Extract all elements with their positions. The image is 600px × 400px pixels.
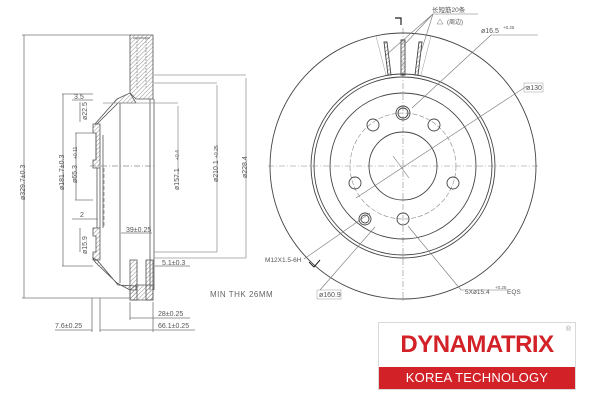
section-view	[22, 34, 247, 332]
bolt-holes-suffix: EQS	[507, 289, 521, 296]
dim-step-2: 2	[80, 212, 84, 219]
stud-hole-tol: +0.25	[503, 25, 515, 30]
dim-outer-diameter: ø329.7±0.3	[20, 165, 27, 200]
dim-center-bore: ø65.3	[72, 165, 79, 183]
dim-groove-top: ø22.5	[82, 102, 89, 120]
vane-note-sub: (周边)	[447, 18, 463, 26]
bolt-holes-tol: +0.25	[495, 285, 507, 290]
d130-label: ø130	[526, 85, 542, 92]
face-view-labels: 长短筋20条 (周边) ø16.5 +0.25 ø130 M12X1.5-6H …	[265, 5, 544, 300]
dim-210-tol: +0.25	[214, 145, 220, 158]
dim-210: ø210.1	[213, 160, 220, 182]
logo-tagline: KOREA TECHNOLOGY	[379, 367, 575, 389]
thread-label: M12X1.5-6H	[265, 257, 302, 264]
dim-157-tol: +0.4	[175, 150, 181, 160]
bolt-holes	[348, 105, 460, 226]
dim-step-3-5: 3.5	[74, 94, 84, 101]
section-view-labels: ø329.7±0.3 ø181.7±0.3 ø65.3 +0.11 ø22.5 …	[20, 94, 273, 330]
pcd-label: ø160.9	[319, 292, 341, 299]
friction-ring-top	[129, 34, 154, 100]
dim-228: ø228.4	[242, 156, 249, 178]
dim-hat-diameter: ø181.7±0.3	[59, 155, 66, 190]
dim-39: 39±0.25	[126, 227, 151, 234]
cooling-vanes	[383, 39, 423, 76]
dim-66-1: 66.1±0.25	[158, 323, 189, 330]
logo-brand-name: DYNAMATRIX	[400, 331, 554, 358]
dim-groove-bottom: ø15.9	[82, 236, 89, 254]
triangle-marker-icon	[436, 18, 444, 25]
registered-mark: ®	[565, 326, 571, 333]
center-bore	[368, 131, 438, 201]
min-thickness-note: MIN THK 26MM	[210, 290, 273, 299]
dim-center-bore-tol: +0.11	[73, 147, 79, 159]
bolt-holes-label: 5Xø15.4	[465, 289, 490, 296]
face-view	[268, 13, 538, 302]
dim-28: 28±0.25	[158, 311, 183, 318]
brand-logo: DYNAMATRIX ® KOREA TECHNOLOGY	[378, 322, 576, 390]
dim-5-1: 5.1±0.3	[162, 260, 185, 267]
stud-hole-label: ø16.5	[481, 28, 499, 35]
dim-157: ø157.1	[174, 168, 181, 190]
outer-edge	[269, 32, 537, 300]
dim-7-6: 7.6±0.25	[55, 323, 82, 330]
vane-note: 长短筋20条	[432, 5, 466, 14]
